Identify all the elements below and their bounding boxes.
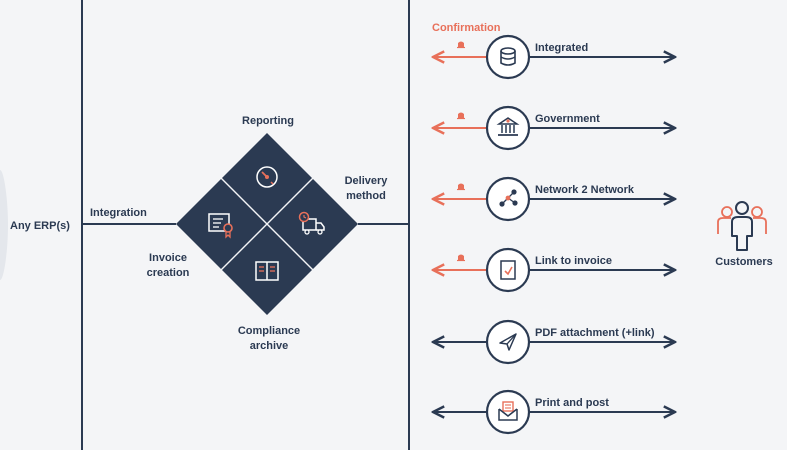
network-icon: [499, 189, 518, 207]
customers-group: Customers: [715, 201, 773, 268]
envelope-icon: [498, 401, 518, 421]
reporting-tile: [222, 133, 312, 223]
channel-label: Print and post: [535, 397, 609, 409]
channel-row: Network 2 Network: [433, 176, 675, 222]
process-diamond: [176, 133, 358, 315]
channel-row: PDF attachment (+link): [433, 319, 675, 365]
channel-row: Link to invoice: [433, 247, 675, 293]
channel-row: Government: [433, 105, 675, 151]
invoice-label-line2: creation: [147, 267, 190, 279]
integration-label: Integration: [90, 207, 147, 219]
bell-icon: [457, 112, 465, 120]
channel-label: Government: [535, 113, 600, 125]
channel-row: Integrated: [433, 34, 675, 80]
channel-label: Network 2 Network: [535, 184, 635, 196]
compliance-label-line1: Compliance: [238, 325, 300, 337]
delivery-method-tile: [268, 179, 358, 269]
delivery-truck-icon: [298, 211, 325, 235]
reporting-label: Reporting: [242, 115, 294, 127]
channel-icon-circle: [485, 34, 531, 80]
bell-icon: [457, 183, 465, 191]
channel-label: Integrated: [535, 42, 588, 54]
link-document-icon: [500, 260, 516, 280]
gauge-icon: [256, 166, 278, 188]
invoice-label-line1: Invoice: [149, 252, 187, 264]
compliance-archive-tile: [222, 225, 312, 315]
confirmation-label: Confirmation: [432, 22, 501, 34]
delivery-label-line2: method: [346, 190, 386, 202]
customers-label: Customers: [715, 256, 772, 268]
archive-book-icon: [255, 261, 279, 281]
bell-icon: [457, 41, 465, 49]
customers-icon: [717, 201, 767, 251]
certificate-icon: [208, 213, 233, 239]
bell-icon: [457, 254, 465, 262]
channel-icon-circle: [485, 105, 531, 151]
paper-plane-icon: [499, 333, 517, 351]
channel-row: Print and post: [433, 389, 675, 435]
delivery-label-line1: Delivery: [345, 175, 389, 187]
channel-icon-circle: [485, 389, 531, 435]
channel-icon-circle: [485, 247, 531, 293]
channel-label: PDF attachment (+link): [535, 327, 655, 339]
erp-label: Any ERP(s): [10, 220, 70, 232]
government-building-icon: [496, 117, 520, 136]
database-icon: [500, 47, 516, 66]
invoice-creation-tile: [176, 179, 266, 269]
compliance-label-line2: archive: [250, 340, 289, 352]
erp-source: Any ERP(s): [0, 170, 70, 280]
channel-label: Link to invoice: [535, 255, 612, 267]
